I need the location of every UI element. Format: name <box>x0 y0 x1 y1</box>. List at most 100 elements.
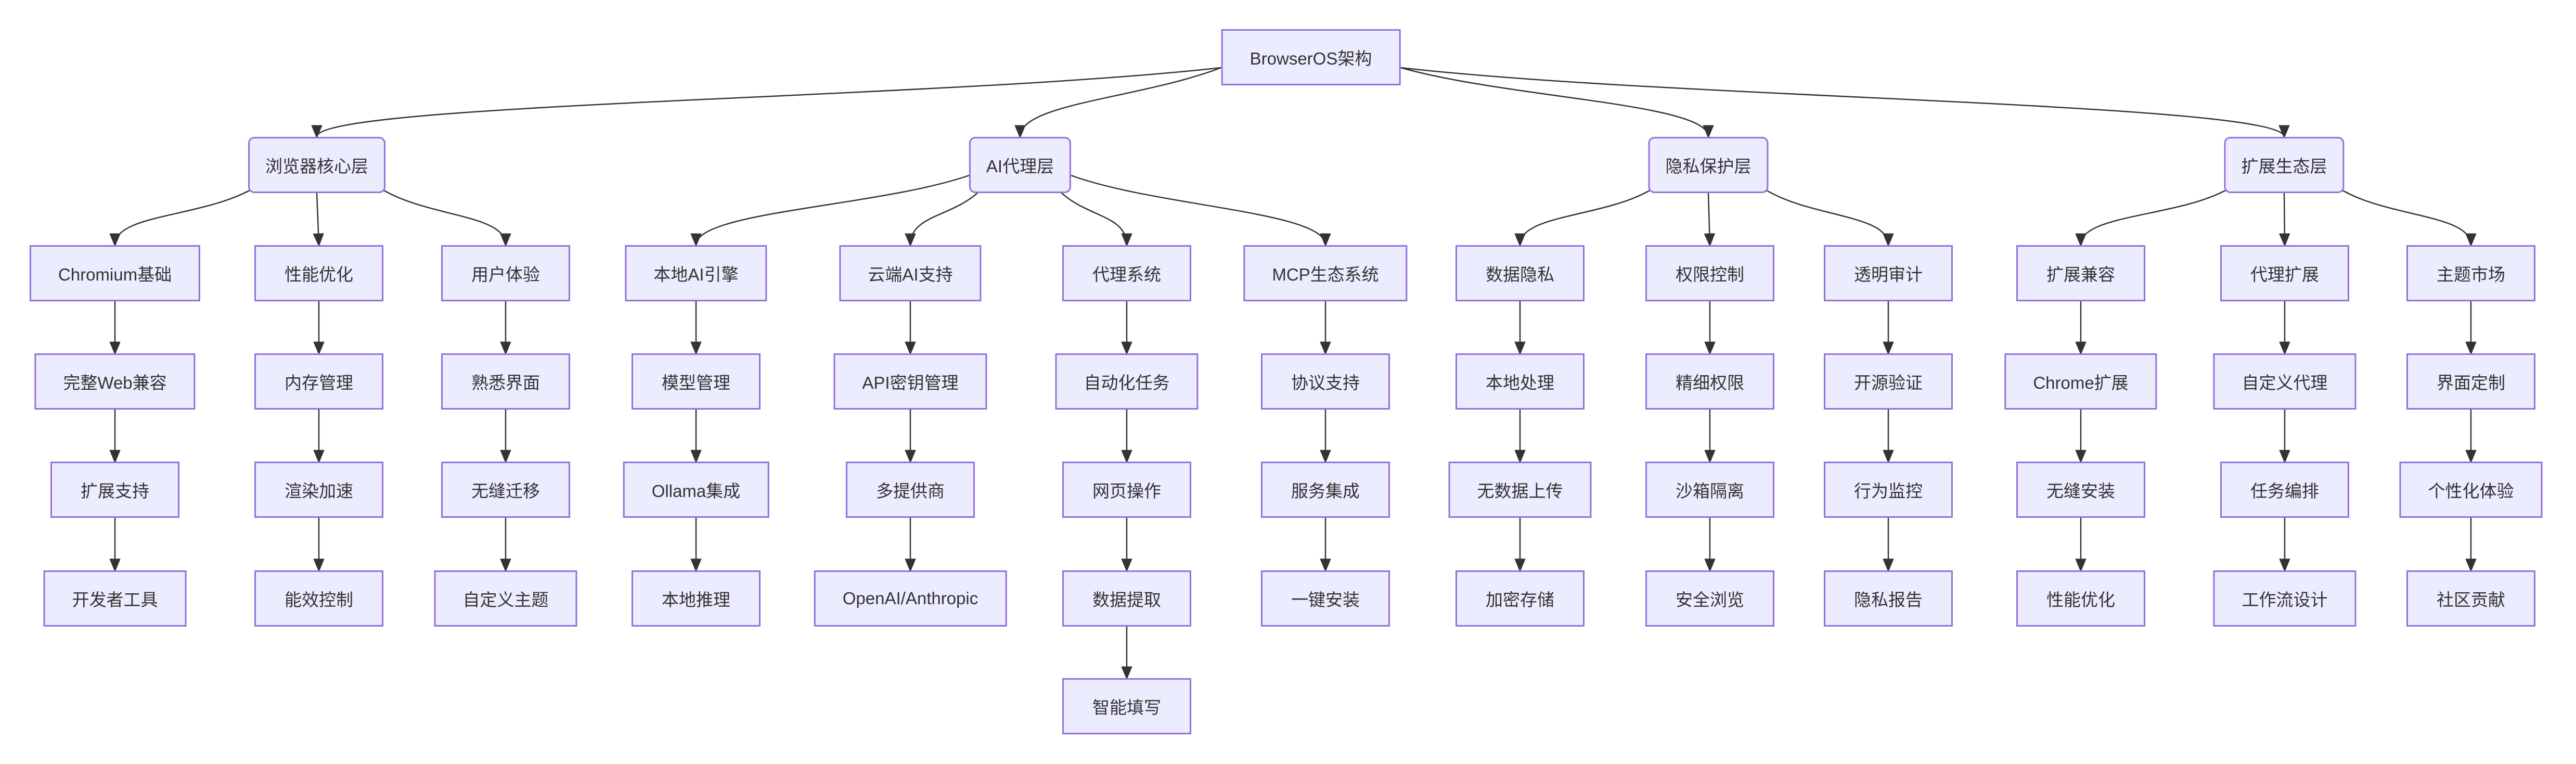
node-layer_ai: AI代理层 <box>969 137 1072 193</box>
node-local_inference: 本地推理 <box>632 570 761 627</box>
node-seamless_migration: 无缝迁移 <box>441 462 570 518</box>
node-label: 熟悉界面 <box>471 373 540 392</box>
node-label: AI代理层 <box>986 157 1054 176</box>
node-behavior_monitor: 行为监控 <box>1824 462 1953 518</box>
node-data_privacy: 数据隐私 <box>1456 245 1585 301</box>
edge-layer_ext-theme_market <box>2339 188 2477 247</box>
edge-layer_ai-local_ai_engine <box>690 174 970 247</box>
node-chrome_ext: Chrome扩展 <box>2004 353 2157 410</box>
node-protocol_support: 协议支持 <box>1261 353 1390 410</box>
node-familiar_ui: 熟悉界面 <box>441 353 570 410</box>
edge-root-layer_core <box>311 67 1221 138</box>
edge-root-layer_ext <box>1400 67 2290 138</box>
node-one_click_install: 一键安装 <box>1261 570 1390 627</box>
node-sandbox_isolation: 沙箱隔离 <box>1645 462 1774 518</box>
node-no_data_upload: 无数据上传 <box>1448 462 1592 518</box>
edge-root-layer_privacy <box>1400 67 1714 138</box>
node-user_exp: 用户体验 <box>441 245 570 301</box>
node-label: 本地推理 <box>662 590 730 609</box>
node-api_key_mgmt: API密钥管理 <box>833 353 987 410</box>
node-permission_ctrl: 权限控制 <box>1645 245 1774 301</box>
edge-layer_privacy-data_privacy <box>1514 188 1653 247</box>
node-label: 无缝迁移 <box>471 481 540 501</box>
edge-layer_core-chromium_base <box>109 188 253 247</box>
node-label: Chrome扩展 <box>2033 373 2129 392</box>
node-agent_ext: 代理扩展 <box>2220 245 2349 301</box>
node-label: 隐私保护层 <box>1665 157 1751 176</box>
node-mcp_ecosystem: MCP生态系统 <box>1243 245 1408 301</box>
node-energy_ctrl: 能效控制 <box>254 570 383 627</box>
node-label: 用户体验 <box>471 265 540 284</box>
node-label: 扩展生态层 <box>2241 157 2327 176</box>
node-label: 代理系统 <box>1092 265 1161 284</box>
edge-layer_ai-cloud_ai_support <box>905 188 983 247</box>
node-label: 权限控制 <box>1676 265 1744 284</box>
node-local_processing: 本地处理 <box>1456 353 1585 410</box>
node-label: 内存管理 <box>285 373 353 392</box>
edge-layer_core-user_exp <box>381 188 511 247</box>
edge-layer_ext-agent_ext <box>2279 193 2290 247</box>
node-label: 开源验证 <box>1854 373 1923 392</box>
node-label: 数据提取 <box>1092 590 1161 609</box>
node-agent_system: 代理系统 <box>1062 245 1191 301</box>
node-custom_agent: 自定义代理 <box>2213 353 2356 410</box>
edge-layer_core-perf_opt <box>313 193 324 247</box>
node-data_extraction: 数据提取 <box>1062 570 1191 627</box>
node-chromium_base: Chromium基础 <box>29 245 201 301</box>
node-label: 智能填写 <box>1092 698 1161 717</box>
node-open_source_verify: 开源验证 <box>1824 353 1953 410</box>
node-service_integration: 服务集成 <box>1261 462 1390 518</box>
node-label: 扩展兼容 <box>2046 265 2115 284</box>
node-label: 服务集成 <box>1291 481 1360 501</box>
node-label: 代理扩展 <box>2250 265 2319 284</box>
node-privacy_report: 隐私报告 <box>1824 570 1953 627</box>
node-multi_provider: 多提供商 <box>846 462 975 518</box>
node-label: 社区贡献 <box>2437 590 2505 609</box>
node-workflow_design: 工作流设计 <box>2213 570 2356 627</box>
edge-layer_privacy-permission_ctrl <box>1704 193 1715 247</box>
node-label: BrowserOS架构 <box>1250 49 1372 68</box>
node-label: 无缝安装 <box>2046 481 2115 501</box>
node-label: 本地AI引擎 <box>653 265 739 284</box>
node-label: 本地处理 <box>1486 373 1554 392</box>
node-web_compat: 完整Web兼容 <box>34 353 196 410</box>
edge-layer_ext-ext_compat <box>2075 188 2229 247</box>
node-layer_core: 浏览器核心层 <box>248 137 385 193</box>
node-ext_compat: 扩展兼容 <box>2016 245 2145 301</box>
edge-layer_ai-mcp_ecosystem <box>1071 174 1331 247</box>
node-root: BrowserOS架构 <box>1221 29 1401 85</box>
node-label: 个性化体验 <box>2428 481 2514 501</box>
node-encrypted_storage: 加密存储 <box>1456 570 1585 627</box>
node-label: MCP生态系统 <box>1272 265 1379 284</box>
edge-layer_ai-agent_system <box>1057 188 1132 247</box>
node-label: 加密存储 <box>1486 590 1554 609</box>
node-label: 隐私报告 <box>1854 590 1923 609</box>
node-label: 渲染加速 <box>285 481 353 501</box>
node-label: 精细权限 <box>1676 373 1744 392</box>
node-label: 扩展支持 <box>81 481 149 501</box>
node-cloud_ai_support: 云端AI支持 <box>839 245 982 301</box>
edge-root-layer_ai <box>1014 67 1221 138</box>
node-perf_optimization: 性能优化 <box>2016 570 2145 627</box>
node-safe_browsing: 安全浏览 <box>1645 570 1774 627</box>
node-label: 一键安装 <box>1291 590 1360 609</box>
node-community_contrib: 社区贡献 <box>2406 570 2535 627</box>
node-label: 网页操作 <box>1092 481 1161 501</box>
node-label: 云端AI支持 <box>868 265 953 284</box>
node-label: 多提供商 <box>876 481 945 501</box>
node-fine_permissions: 精细权限 <box>1645 353 1774 410</box>
node-label: 透明审计 <box>1854 265 1923 284</box>
node-label: OpenAI/Anthropic <box>842 589 978 608</box>
node-label: 性能优化 <box>2046 590 2115 609</box>
node-layer_privacy: 隐私保护层 <box>1648 137 1769 193</box>
node-label: 完整Web兼容 <box>63 373 167 392</box>
node-perf_opt: 性能优化 <box>254 245 383 301</box>
node-label: 开发者工具 <box>72 590 158 609</box>
edge-layer_privacy-transparent_audit <box>1763 188 1894 247</box>
node-label: 行为监控 <box>1854 481 1923 501</box>
node-web_ops: 网页操作 <box>1062 462 1191 518</box>
node-label: 自动化任务 <box>1084 373 1170 392</box>
node-ext_support: 扩展支持 <box>50 462 179 518</box>
node-label: 能效控制 <box>285 590 353 609</box>
